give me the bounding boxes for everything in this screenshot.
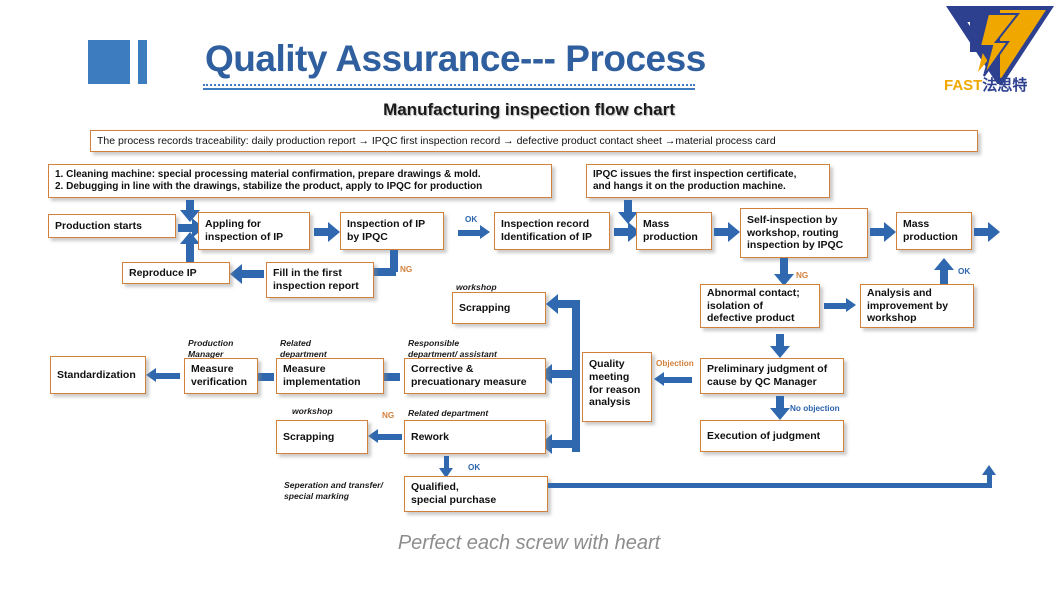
arrow-fill-to-reproduce (240, 270, 264, 278)
arrow-objection (664, 377, 692, 383)
note-workshop-bottom: workshop (292, 406, 333, 416)
box-quality-meeting: Quality meeting for reason analysis (582, 352, 652, 422)
box-measure-implementation: Measure implementation (276, 358, 384, 394)
arrow-ng1-left (372, 268, 396, 276)
note-responsible-department: Responsible department/ assistant (408, 338, 497, 359)
arrow-trunk-to-preliminary (776, 334, 784, 348)
box-analysis-improvement: Analysis and improvement by workshop (860, 284, 974, 328)
arrow-setup-down (186, 200, 194, 212)
arrow-self-to-mass2-head (884, 222, 896, 242)
box-measure-verification: Measure verification (184, 358, 258, 394)
arrow-ng2-down-head (774, 274, 794, 286)
arrow-fill-to-reproduce-head (230, 264, 242, 284)
arrow-abnormal-to-analysis-head (846, 298, 856, 312)
note-separation-transfer: Seperation and transfer/ special marking (284, 480, 383, 501)
return-line-head (982, 465, 996, 475)
box-qualified: Qualified, special purchase (404, 476, 548, 512)
label-objection: Objection (656, 359, 694, 368)
arrow-mass1-to-self-head (728, 222, 740, 242)
company-logo-icon (944, 5, 1056, 98)
arrow-objection-head (654, 372, 664, 386)
arrow-corrective-to-implementation (376, 373, 400, 381)
note-setup-box: 1. Cleaning machine: special processing … (48, 164, 552, 198)
title-dotted-rule (203, 84, 695, 86)
note-related-department: Related department (280, 338, 327, 359)
arrow-appling-to-ipqc (314, 228, 330, 236)
header-accent-bar (138, 40, 147, 84)
arrow-mass1-to-self (714, 228, 730, 236)
arrow-rework-down (444, 456, 449, 470)
arrow-reproduce-up-head (180, 232, 200, 244)
box-corrective-measure: Corrective & precuationary measure (404, 358, 546, 394)
box-mass-production-2: Mass production (896, 212, 972, 250)
arrow-implementation-to-verification (250, 373, 274, 381)
arrow-mass2-exit (974, 228, 990, 236)
box-mass-production-1: Mass production (636, 212, 712, 250)
box-self-inspection: Self-inspection by workshop, routing ins… (740, 208, 868, 258)
logo-wordmark-en: FAST (944, 77, 983, 94)
arrow-abnormal-to-analysis (824, 303, 848, 309)
label-ok-1: OK (465, 215, 478, 224)
box-fill-first-report: Fill in the first inspection report (266, 262, 374, 298)
box-production-starts: Production starts (48, 214, 176, 238)
arrow-rework-down-head (439, 468, 453, 478)
arrow-start-to-appling (178, 224, 194, 232)
arrow-appling-to-ipqc-head (328, 222, 340, 242)
branch-to-rework (552, 440, 580, 448)
label-no-objection: No objection (790, 404, 840, 413)
logo-wordmark-cn: 法思特 (982, 77, 1028, 94)
arrow-rework-to-scrapping (378, 434, 402, 440)
box-scrapping-top: Scrapping (452, 292, 546, 324)
arrow-ipqc-cert-down (624, 200, 632, 214)
arrow-ng1-down (390, 250, 398, 272)
branch-to-scrapping-top (556, 300, 580, 308)
box-execution-of-judgment: Execution of judgment (700, 420, 844, 452)
arrow-verification-to-standardization-head (146, 368, 156, 382)
arrow-no-objection-head (770, 408, 790, 420)
note-workshop-top: workshop (456, 282, 497, 292)
arrow-ipqc-to-record-head (480, 225, 490, 239)
label-ng-1: NG (400, 265, 413, 274)
box-abnormal-contact: Abnormal contact; isolation of defective… (700, 284, 820, 328)
box-preliminary-judgment: Preliminary judgment of cause by QC Mana… (700, 358, 844, 394)
title-solid-rule (203, 88, 695, 90)
box-inspection-of-ip-by-ipqc: Inspection of IP by IPQC (340, 212, 444, 250)
arrow-record-to-mass1 (614, 228, 630, 236)
arrow-self-to-mass2 (870, 228, 886, 236)
arrow-ipqc-to-record (458, 230, 482, 236)
page-title: Quality Assurance--- Process (205, 38, 706, 79)
note-production-manager: Production Manager (188, 338, 234, 359)
note-ipqc-certificate-box: IPQC issues the first inspection certifi… (586, 164, 830, 198)
label-ok-3: OK (468, 463, 481, 472)
box-inspection-record: Inspection record Identification of IP (494, 212, 610, 250)
arrow-ng2-down (780, 258, 788, 276)
arrow-no-objection (776, 396, 784, 410)
box-rework: Rework (404, 420, 546, 454)
arrow-analysis-up (940, 266, 948, 284)
arrow-mass2-exit-head (988, 222, 1000, 242)
return-line-horizontal (548, 483, 992, 488)
arrow-reproduce-up (186, 240, 194, 264)
page-subtitle: Manufacturing inspection flow chart (383, 100, 675, 119)
box-appling-for-inspection: Appling for inspection of IP (198, 212, 310, 250)
traceability-banner: The process records traceability: daily … (90, 130, 978, 152)
label-ng-3: NG (382, 411, 395, 420)
label-ok-2: OK (958, 267, 971, 276)
box-scrapping-bottom: Scrapping (276, 420, 368, 454)
branch-to-scrapping-top-head (546, 294, 558, 314)
label-ng-2: NG (796, 271, 809, 280)
arrow-analysis-up-head (934, 258, 954, 270)
arrow-rework-to-scrapping-head (368, 429, 378, 443)
page-tagline: Perfect each screw with heart (397, 532, 661, 554)
arrow-ipqc-cert-down-head (618, 212, 638, 224)
arrow-trunk-to-preliminary-head (770, 346, 790, 358)
branch-to-corrective (552, 370, 580, 378)
arrow-verification-to-standardization (156, 373, 180, 379)
box-reproduce-ip: Reproduce IP (122, 262, 230, 284)
box-standardization: Standardization (50, 356, 146, 394)
logo-wordmark: FAST法思特 (944, 74, 1058, 95)
header-accent-block (88, 40, 130, 84)
return-line-vertical (987, 473, 992, 488)
note-related-department-2: Related department (408, 408, 489, 418)
